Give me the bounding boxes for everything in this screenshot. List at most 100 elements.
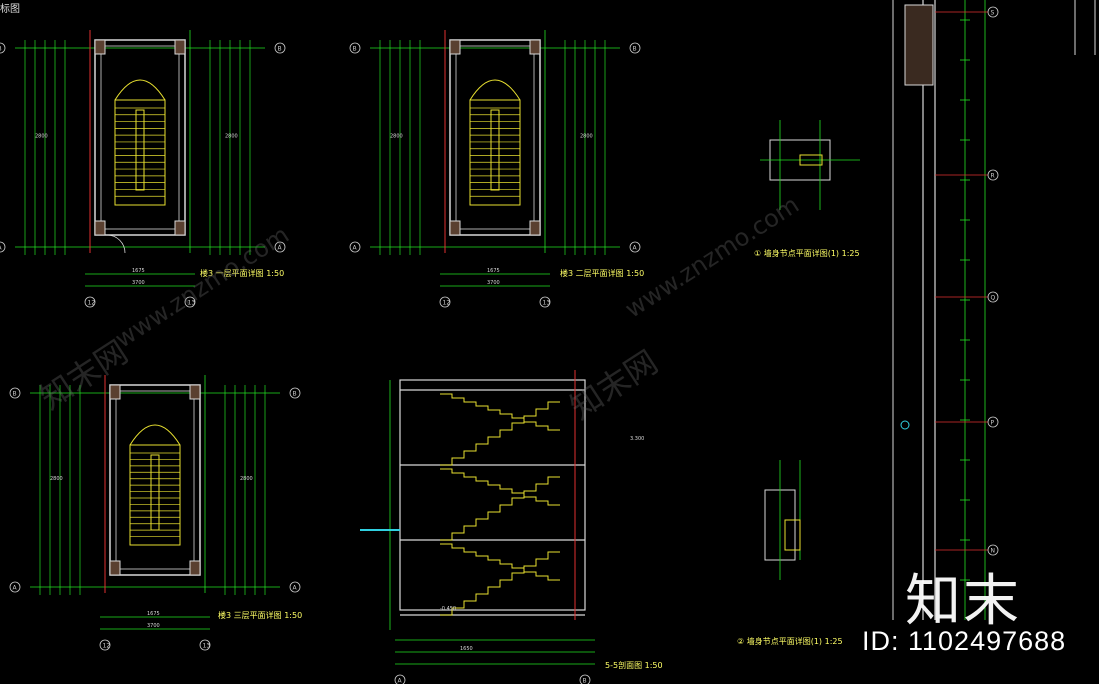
stair-handrail	[135, 109, 145, 191]
dimension-text: 1650	[460, 646, 473, 652]
stair-flight	[440, 401, 560, 466]
axis-label: A	[13, 585, 18, 592]
column	[449, 39, 461, 55]
axis-bubble	[199, 639, 211, 651]
brand-logo: 知末	[905, 569, 1021, 634]
axis-bubble	[274, 42, 286, 54]
axis-bubble	[289, 581, 301, 593]
column	[94, 220, 106, 236]
wall-inner	[455, 45, 535, 230]
dimension-text: 2800	[35, 134, 48, 140]
axis-bubble	[184, 296, 196, 308]
column	[94, 39, 106, 55]
axis-label: 12	[443, 300, 451, 307]
axis-label: 13	[188, 300, 196, 307]
axis-bubble	[289, 387, 301, 399]
wall-inner	[115, 390, 195, 570]
axis-label: B	[13, 391, 17, 398]
axis-bubble	[99, 639, 111, 651]
dimension-text: 1675	[132, 268, 145, 274]
axis-label: A	[0, 245, 3, 252]
wall-outline	[109, 384, 201, 576]
axis-bubble	[84, 296, 96, 308]
stair-handrail	[490, 109, 500, 191]
axis-bubble	[987, 291, 999, 303]
dimension-text: 2800	[580, 134, 593, 140]
wall-outline	[94, 39, 186, 236]
dimension-text: 2800	[50, 476, 63, 482]
asset-id: ID: 1102497688	[862, 626, 1067, 656]
axis-bubble	[0, 241, 6, 253]
dimension-text: 3700	[147, 623, 160, 629]
axis-bubble	[629, 241, 641, 253]
axis-bubble	[987, 544, 999, 556]
column	[109, 560, 121, 576]
axis-label: P	[991, 420, 995, 427]
column	[529, 39, 541, 55]
stair-landing-arc	[129, 424, 181, 446]
axis-bubble	[629, 42, 641, 54]
column	[529, 220, 541, 236]
section-title: 5-5剖面图 1:50	[605, 661, 663, 670]
axis-bubble	[987, 169, 999, 181]
dimension-text: 2800	[240, 476, 253, 482]
plan-title-1: 楼3 一层平面详图 1:50	[200, 269, 285, 278]
axis-bubble	[439, 296, 451, 308]
axis-label: B	[293, 391, 297, 398]
axis-bubble	[349, 241, 361, 253]
detail-beam	[784, 519, 801, 551]
axis-label: A	[633, 245, 638, 252]
axis-label: 12	[103, 643, 111, 650]
axis-label: Q	[991, 295, 996, 302]
stair-flight	[440, 543, 560, 581]
stair-outline	[114, 99, 166, 206]
axis-label: B	[583, 678, 587, 684]
column	[174, 220, 186, 236]
detail-title-2: ② 墙身节点平面详图(1) 1:25	[737, 637, 843, 646]
stair-flight	[440, 468, 560, 506]
axis-label: 12	[88, 300, 96, 307]
dimension-text: 1675	[487, 268, 500, 274]
axis-label: N	[991, 548, 996, 555]
wall-outline	[449, 39, 541, 236]
detail-marker	[900, 420, 910, 430]
axis-label: A	[353, 245, 358, 252]
column	[449, 220, 461, 236]
axis-bubble	[274, 241, 286, 253]
stair-landing-arc	[114, 79, 166, 101]
column	[174, 39, 186, 55]
axis-label: B	[633, 46, 637, 53]
axis-label: A	[293, 585, 298, 592]
wall-inner	[100, 45, 180, 230]
plan-title-3: 楼3 三层平面详图 1:50	[218, 611, 303, 620]
plan-title-2: 楼3 二层平面详图 1:50	[560, 269, 645, 278]
stair-flight	[440, 476, 560, 541]
axis-bubble	[349, 42, 361, 54]
axis-label: B	[0, 46, 2, 53]
dimension-text: 3700	[487, 280, 500, 286]
elevation-text: 3.300	[630, 436, 644, 442]
stair-handrail	[150, 454, 160, 531]
detail-beam	[799, 154, 823, 166]
dimension-text: 3700	[132, 280, 145, 286]
axis-bubble	[9, 581, 21, 593]
column	[109, 384, 121, 400]
stair-flight	[440, 393, 560, 431]
door-swing	[106, 234, 126, 254]
section-outline	[399, 379, 586, 611]
column	[189, 384, 201, 400]
axis-label: B	[353, 46, 357, 53]
axis-bubble	[0, 42, 6, 54]
axis-label: S	[991, 10, 995, 17]
axis-bubble	[579, 674, 591, 684]
corner-tag: 标图	[0, 4, 20, 15]
axis-bubble	[987, 416, 999, 428]
axis-bubble	[539, 296, 551, 308]
axis-bubble	[394, 674, 406, 684]
axis-label: A	[278, 245, 283, 252]
axis-label: R	[991, 173, 995, 180]
column	[189, 560, 201, 576]
axis-label: 13	[543, 300, 551, 307]
